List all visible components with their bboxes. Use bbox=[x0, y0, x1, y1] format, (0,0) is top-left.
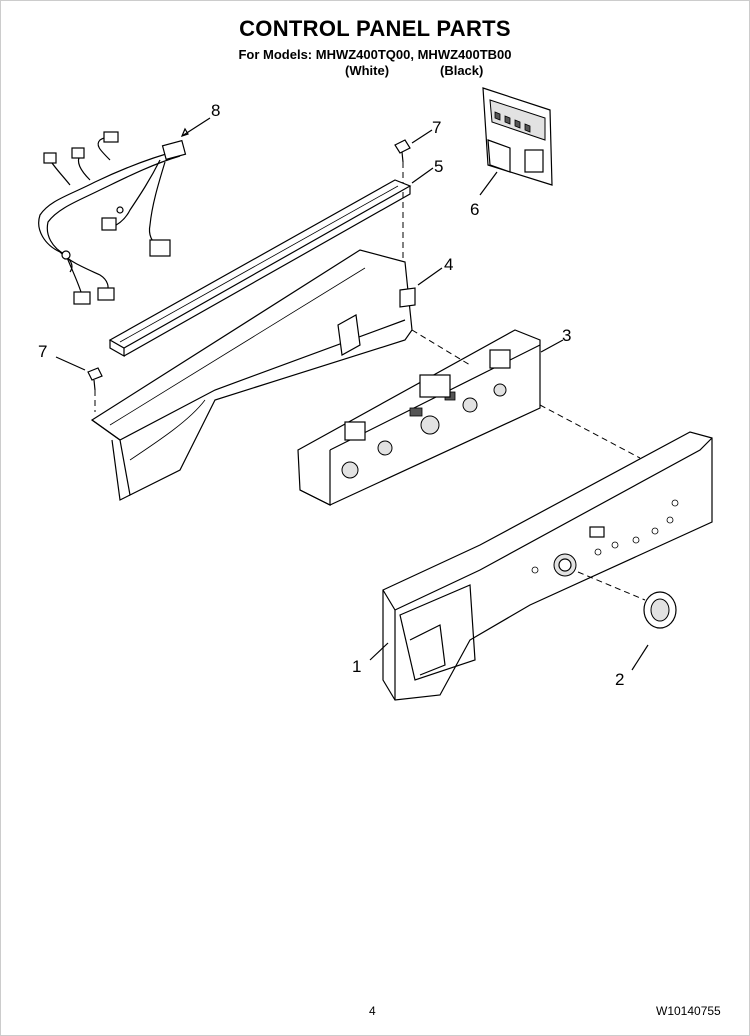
callout-4: 4 bbox=[444, 255, 453, 274]
connector-3-1 bbox=[539, 404, 641, 459]
part-6-module bbox=[482, 87, 553, 186]
callout-7-upper: 7 bbox=[432, 118, 441, 137]
callout-5: 5 bbox=[434, 157, 443, 176]
leader-lines bbox=[55, 117, 649, 671]
callout-6: 6 bbox=[470, 200, 479, 219]
part-3-control-board bbox=[297, 329, 541, 506]
page-title: CONTROL PANEL PARTS bbox=[239, 16, 511, 41]
variant-black-label: (Black) bbox=[440, 63, 484, 78]
callout-7-lower: 7 bbox=[38, 342, 47, 361]
callout-3: 3 bbox=[562, 326, 571, 345]
page-number: 4 bbox=[369, 1004, 376, 1018]
callout-2: 2 bbox=[615, 670, 624, 689]
part-2-knob bbox=[577, 571, 677, 629]
models-line: For Models: MHWZ400TQ00, MHWZ400TB00 bbox=[238, 47, 512, 62]
callout-1: 1 bbox=[352, 657, 361, 676]
part-5-bracket-rail bbox=[108, 179, 412, 358]
part-1-console-panel bbox=[382, 431, 713, 701]
part-7-screw-upper bbox=[394, 139, 411, 265]
variant-white-label: (White) bbox=[345, 63, 390, 78]
callout-8: 8 bbox=[211, 101, 220, 120]
document-code: W10140755 bbox=[656, 1004, 721, 1018]
part-8-wire-harness bbox=[38, 131, 187, 305]
part-7-screw-lower bbox=[87, 367, 103, 412]
part-4-console-housing bbox=[90, 249, 416, 501]
connector-4-3 bbox=[411, 329, 471, 366]
